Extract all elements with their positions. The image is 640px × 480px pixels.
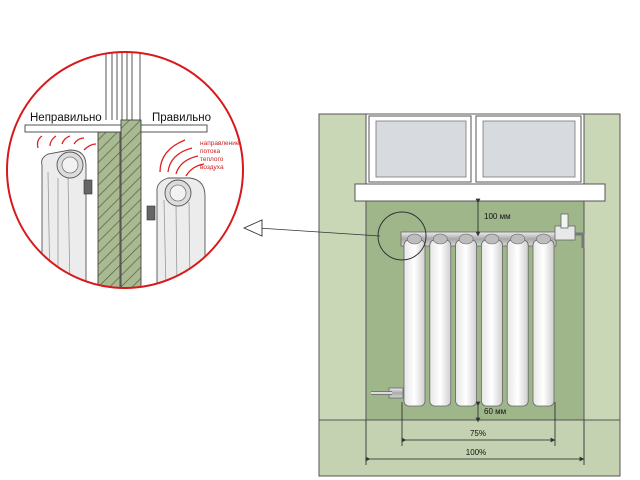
dimension-lines bbox=[365, 198, 585, 465]
radiator-width-label: 75% bbox=[470, 429, 486, 438]
window bbox=[365, 113, 585, 185]
floor-band bbox=[318, 419, 621, 477]
radiator-section bbox=[506, 239, 529, 407]
warm-air-arrows-wrong bbox=[36, 135, 97, 151]
flow-note-line-3: теплого bbox=[200, 156, 224, 163]
wall-elevation: 100 мм 60 мм 75% 100% bbox=[318, 113, 621, 477]
radiator-right-profile bbox=[146, 177, 206, 288]
radiator-collector-cap bbox=[432, 233, 448, 245]
wall-section-left bbox=[97, 131, 121, 288]
radiator bbox=[371, 213, 585, 407]
callout-arrowhead bbox=[242, 219, 263, 237]
radiator-collector-cap bbox=[458, 233, 474, 245]
wrong-label: Неправильно bbox=[30, 112, 102, 124]
radiator-section bbox=[532, 239, 555, 407]
bottom-gap-label: 60 мм bbox=[484, 407, 506, 416]
flow-note-line-1: направление bbox=[200, 140, 240, 147]
radiator-section bbox=[480, 239, 503, 407]
window-sill bbox=[354, 183, 606, 202]
flow-note-line-4: воздуха bbox=[200, 164, 224, 171]
radiator-collector-cap bbox=[407, 233, 422, 245]
flow-note: направление потока теплого воздуха bbox=[200, 140, 240, 171]
flow-note-line-2: потока bbox=[200, 148, 220, 155]
radiator-collector-cap bbox=[510, 233, 526, 245]
radiator-section bbox=[429, 239, 452, 407]
radiator-section bbox=[403, 239, 426, 407]
top-gap-label: 100 мм bbox=[484, 212, 511, 221]
detail-circle-outline bbox=[6, 51, 244, 289]
sill-right bbox=[140, 124, 208, 133]
wall-section-right bbox=[120, 119, 142, 288]
radiator-section bbox=[455, 239, 478, 407]
callout-pointer bbox=[257, 227, 381, 237]
right-label: Правильно bbox=[152, 112, 211, 124]
radiator-collector-cap bbox=[484, 233, 500, 245]
niche-width-label: 100% bbox=[466, 448, 486, 457]
radiator-wrong-profile bbox=[41, 149, 93, 288]
radiator-collector-cap bbox=[536, 233, 551, 245]
sill-wrong bbox=[24, 124, 122, 133]
warm-air-arrows-right bbox=[159, 139, 205, 177]
detail-view: Неправильно Правильно направление потока… bbox=[6, 51, 244, 289]
